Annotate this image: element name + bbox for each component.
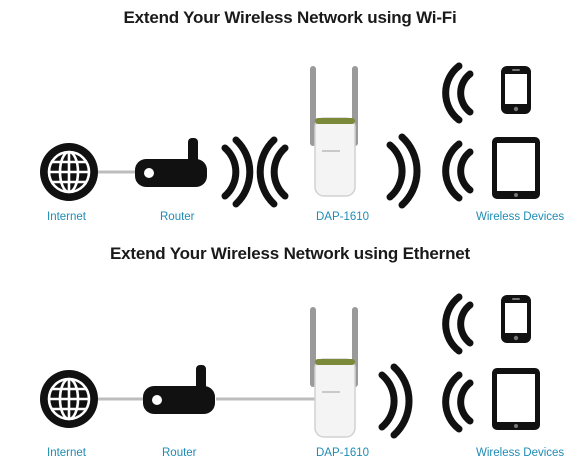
smartphone-icon [501,66,531,114]
tablet-signal-icon [442,371,474,433]
tablet-signal-icon [442,140,474,202]
tablet-icon [492,137,540,199]
internet-label: Internet [47,211,86,223]
extender-label: DAP-1610 [316,447,370,459]
section-title: Extend Your Wireless Network using Wi-Fi [123,8,457,27]
wifi-section: Extend Your Wireless Network using Wi-Fi [0,0,580,237]
tablet-icon [492,368,540,430]
phone-signal-icon [442,62,474,124]
router-signal-icon [221,136,254,208]
wireless-devices-label: Wireless Devices [476,211,565,223]
extender-transmit-signal-icon [378,363,413,439]
wireless-devices-label: Wireless Devices [476,447,565,459]
extender-device-icon [310,307,358,438]
wifi-diagram [40,62,540,209]
router-icon [143,365,215,414]
ethernet-diagram [40,293,540,439]
globe-icon [40,370,98,428]
smartphone-icon [501,295,531,343]
router-label: Router [160,211,195,223]
router-label: Router [162,447,197,459]
ethernet-section: Extend Your Wireless Network using Ether… [0,237,580,475]
globe-icon [40,143,98,201]
extender-transmit-signal-icon [386,133,421,209]
section-title: Extend Your Wireless Network using Ether… [110,244,470,263]
phone-signal-icon [442,293,474,355]
extender-receive-signal-icon [256,136,289,208]
router-icon [135,138,207,187]
internet-label: Internet [47,447,86,459]
extender-device-icon [310,66,358,197]
extender-label: DAP-1610 [316,211,370,223]
